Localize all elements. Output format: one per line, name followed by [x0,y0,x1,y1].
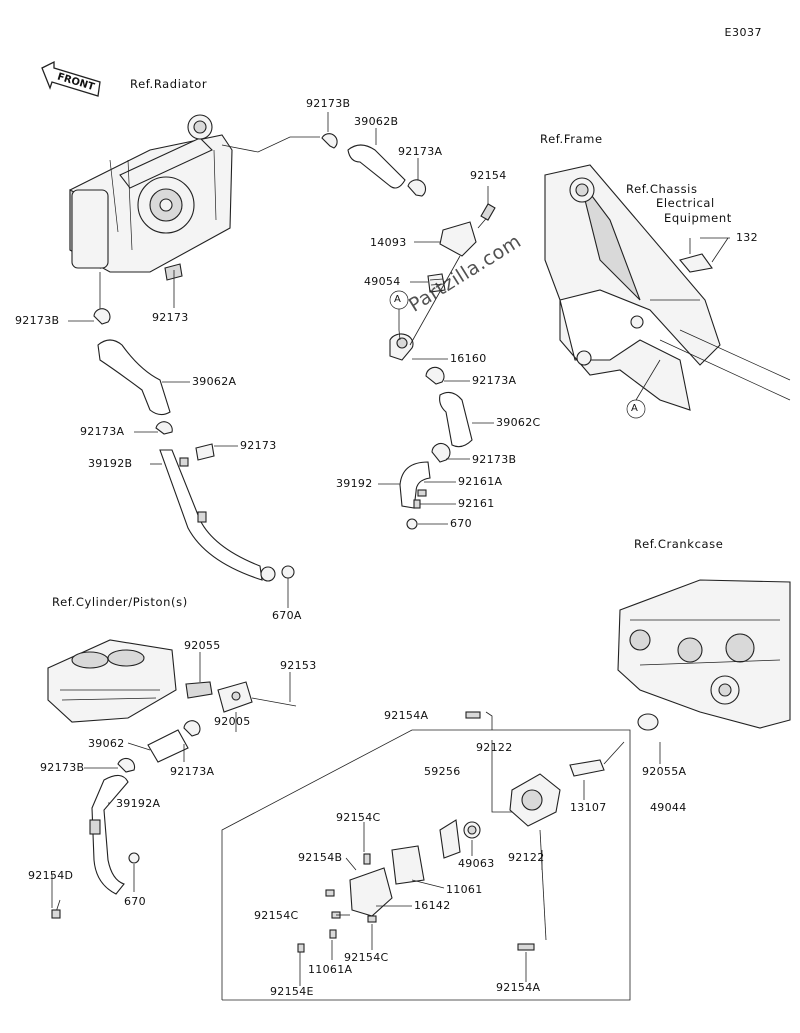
ref-electrical: Electrical [656,196,715,210]
part-92154A-low[interactable]: 92154A [496,981,541,994]
part-92173B-mid[interactable]: 92173B [472,453,517,466]
part-49054[interactable]: 49054 [364,275,401,288]
part-16142[interactable]: 16142 [414,899,451,912]
ref-crankcase: Ref.Crankcase [634,537,724,551]
callout-a-top: A [394,294,402,305]
part-39062[interactable]: 39062 [88,737,125,750]
part-92154B[interactable]: 92154B [298,851,343,864]
ref-radiator: Ref.Radiator [130,77,208,91]
hose-39062A [93,308,173,435]
part-13107[interactable]: 13107 [570,801,607,814]
hose-39062 [51,720,201,919]
part-39192[interactable]: 39192 [336,477,373,490]
part-11061A[interactable]: 11061A [308,963,353,976]
part-92161A[interactable]: 92161A [458,475,503,488]
part-39062C[interactable]: 39062C [496,416,541,429]
part-39192B[interactable]: 39192B [88,457,133,470]
part-39062A[interactable]: 39062A [192,375,237,388]
part-92161[interactable]: 92161 [458,497,495,510]
part-92154-top[interactable]: 92154 [470,169,507,182]
ref-equipment: Equipment [664,211,732,225]
part-92055A[interactable]: 92055A [642,765,687,778]
part-14093[interactable]: 14093 [370,236,407,249]
part-92154C-mid[interactable]: 92154C [254,909,299,922]
part-92173B-low[interactable]: 92173B [40,761,85,774]
part-92173-pipe[interactable]: 92173 [240,439,277,452]
part-92055[interactable]: 92055 [184,639,221,652]
part-39192A[interactable]: 39192A [116,797,161,810]
part-92173A-low[interactable]: 92173A [170,765,215,778]
part-92005[interactable]: 92005 [214,715,251,728]
hose-39062B [321,133,427,197]
part-92173A-mid[interactable]: 92173A [472,374,517,387]
thermostat-housing [389,203,496,385]
pipe-39192B [159,443,295,582]
frame-illustration [544,164,791,411]
ref-cylinder: Ref.Cylinder/Piston(s) [52,595,188,609]
callout-a-frame: A [631,403,639,414]
part-92173A-left[interactable]: 92173A [80,425,125,438]
part-92173A-top[interactable]: 92173A [398,145,443,158]
part-92153[interactable]: 92153 [280,659,317,672]
part-92154E[interactable]: 92154E [270,985,314,998]
part-49044[interactable]: 49044 [650,801,687,814]
part-92173B-left[interactable]: 92173B [15,314,60,327]
part-92122-top[interactable]: 92122 [476,741,513,754]
part-92154A-top[interactable]: 92154A [384,709,429,722]
part-16160[interactable]: 16160 [450,352,487,365]
part-670A[interactable]: 670A [272,609,302,622]
ref-chassis: Ref.Chassis [626,182,698,196]
hose-39062C [399,391,473,530]
leader-lines [51,112,730,986]
part-132[interactable]: 132 [736,231,758,244]
diagram-code: E3037 [724,26,762,39]
part-49063[interactable]: 49063 [458,857,495,870]
crankcase-illustration [617,579,791,729]
front-arrow-icon: FRONT [41,60,101,97]
part-92173B-top[interactable]: 92173B [306,97,351,110]
front-arrow: FRONT [40,60,106,100]
part-92122-low[interactable]: 92122 [508,851,545,864]
part-92154C-top[interactable]: 92154C [336,811,381,824]
cylinder-illustration [47,639,297,723]
ref-frame: Ref.Frame [540,132,603,146]
radiator-illustration [69,114,233,310]
part-670-low[interactable]: 670 [124,895,146,908]
part-670-mid[interactable]: 670 [450,517,472,530]
part-92154C-low[interactable]: 92154C [344,951,389,964]
water-pump-illustration [297,711,659,953]
part-92154D[interactable]: 92154D [28,869,74,882]
part-59256[interactable]: 59256 [424,765,461,778]
part-39062B[interactable]: 39062B [354,115,399,128]
part-11061[interactable]: 11061 [446,883,483,896]
part-92173-left[interactable]: 92173 [152,311,189,324]
